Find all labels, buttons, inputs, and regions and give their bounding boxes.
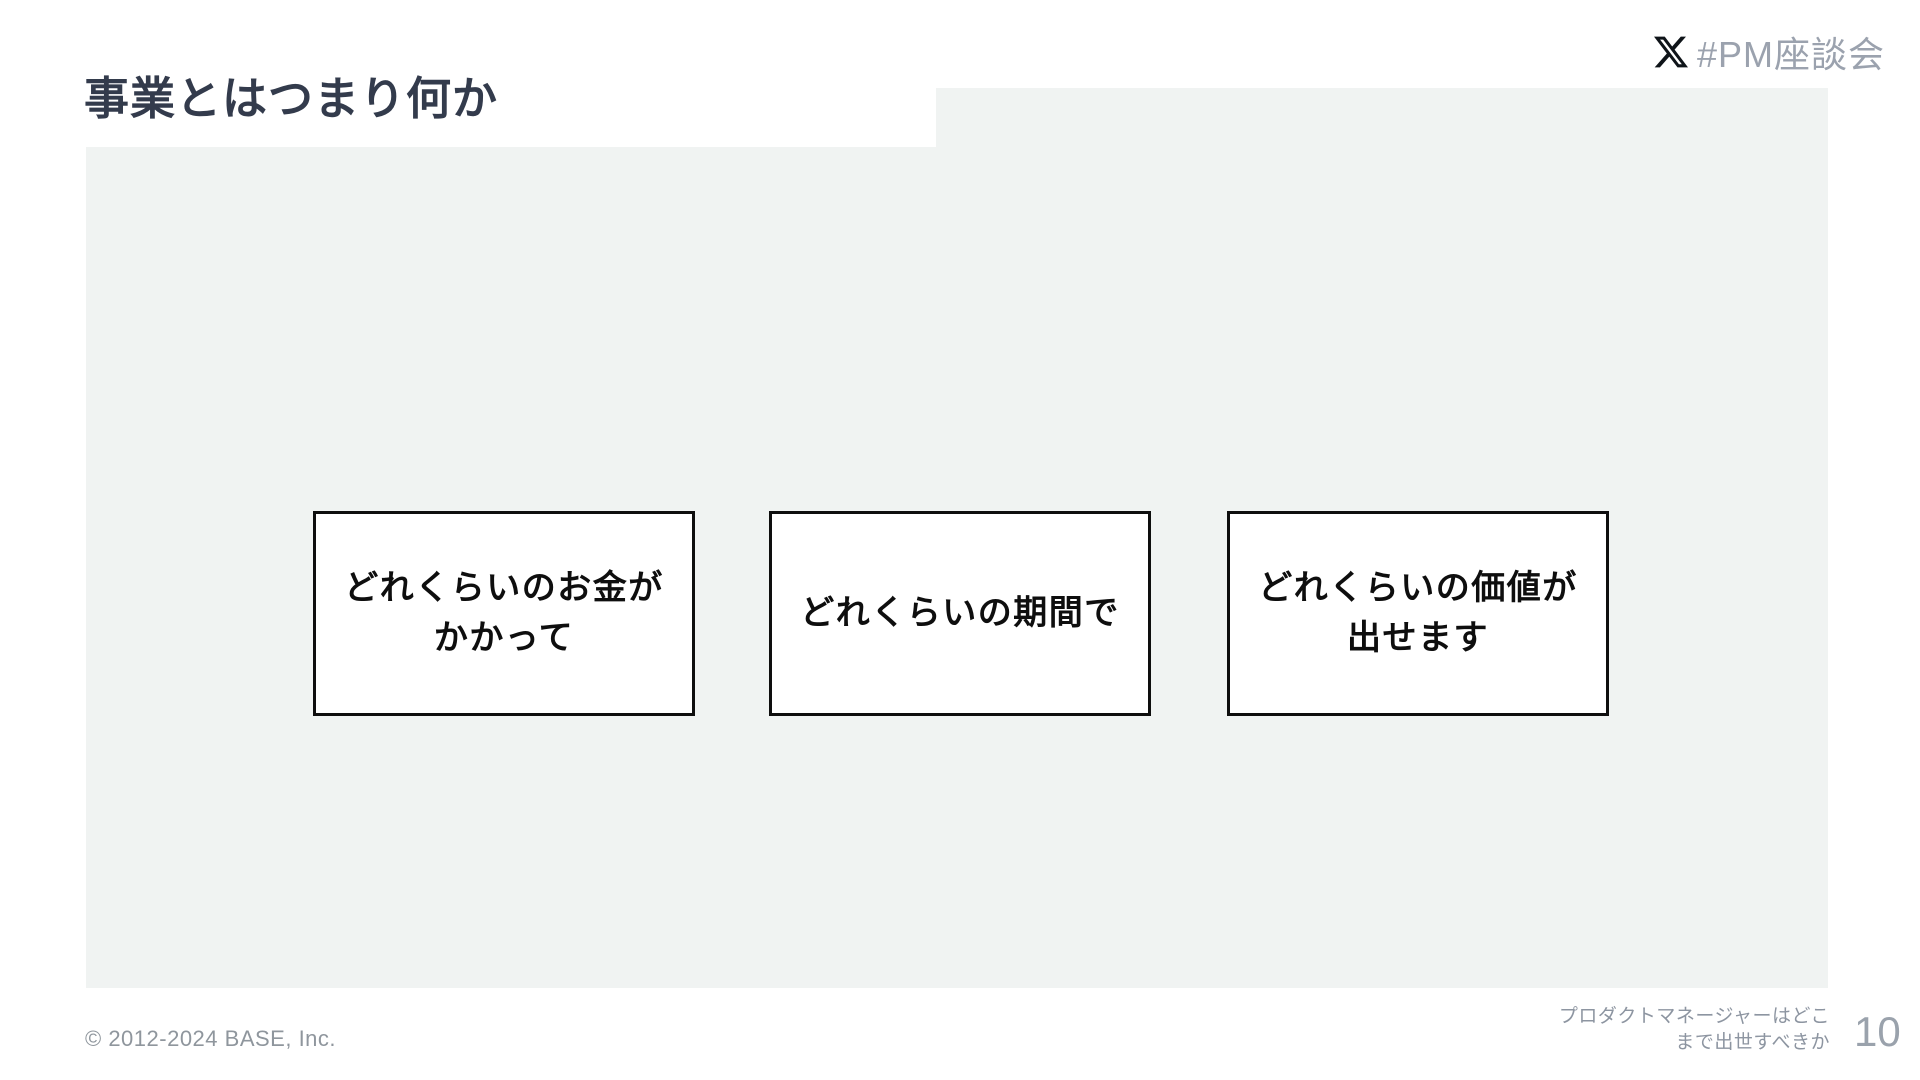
duration-box: どれくらいの期間で xyxy=(769,511,1151,716)
event-brand: #PM座談会 xyxy=(1654,26,1885,78)
copyright-text: © 2012-2024 BASE, Inc. xyxy=(85,1026,337,1051)
value-box: どれくらいの価値が 出せます xyxy=(1227,511,1609,716)
slide-title: 事業とはつまり何か xyxy=(84,73,499,124)
x-logo-icon xyxy=(1654,35,1688,69)
cost-box: どれくらいのお金が かかって xyxy=(313,511,695,716)
event-hashtag: #PM座談会 xyxy=(1697,34,1886,75)
deck-title-text: プロダクトマネージャーはどこ まで出世すべきか xyxy=(1558,1006,1830,1053)
content-panel-top-strip xyxy=(936,88,1828,147)
page-number: 10 xyxy=(1854,1008,1901,1055)
